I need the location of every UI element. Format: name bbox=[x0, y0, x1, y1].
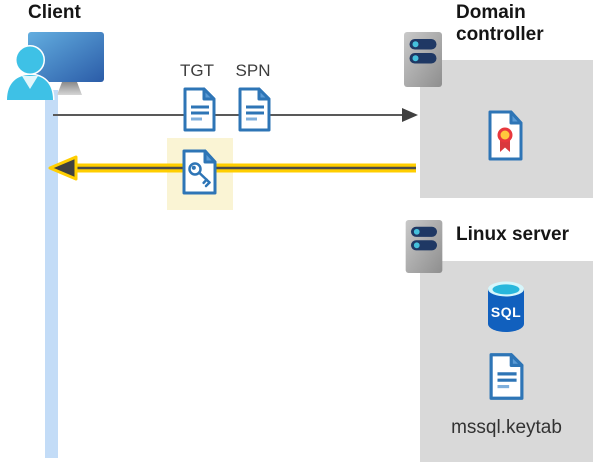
key-document-icon bbox=[182, 149, 217, 195]
spn-label: SPN bbox=[235, 61, 271, 80]
spn-document-icon bbox=[238, 87, 271, 132]
domain-controller-title: Domain controller bbox=[456, 2, 544, 45]
monitor-icon bbox=[28, 32, 104, 95]
key-icon bbox=[188, 162, 211, 188]
linux-server-icon bbox=[405, 219, 443, 274]
tgt-label: TGT bbox=[180, 61, 214, 80]
client-device-icon bbox=[6, 32, 104, 100]
client-lifeline-bar bbox=[45, 90, 58, 458]
highlighted-response-arrow-left bbox=[48, 155, 416, 181]
response-arrowhead-icon bbox=[48, 155, 78, 181]
person-icon bbox=[6, 45, 55, 100]
keytab-filename: mssql.keytab bbox=[451, 417, 562, 438]
request-arrowhead-icon bbox=[402, 108, 418, 122]
seal-ribbon-icon bbox=[497, 127, 513, 152]
tgt-document-icon bbox=[183, 87, 216, 132]
sql-label: SQL bbox=[491, 304, 521, 320]
request-arrow-right bbox=[53, 108, 418, 122]
sql-database-icon: SQL bbox=[488, 281, 524, 332]
certificate-icon bbox=[488, 110, 523, 161]
linux-server-title: Linux server bbox=[456, 224, 569, 245]
client-title: Client bbox=[28, 2, 81, 23]
domain-controller-server-icon bbox=[404, 32, 442, 87]
keytab-document-icon bbox=[489, 353, 524, 400]
